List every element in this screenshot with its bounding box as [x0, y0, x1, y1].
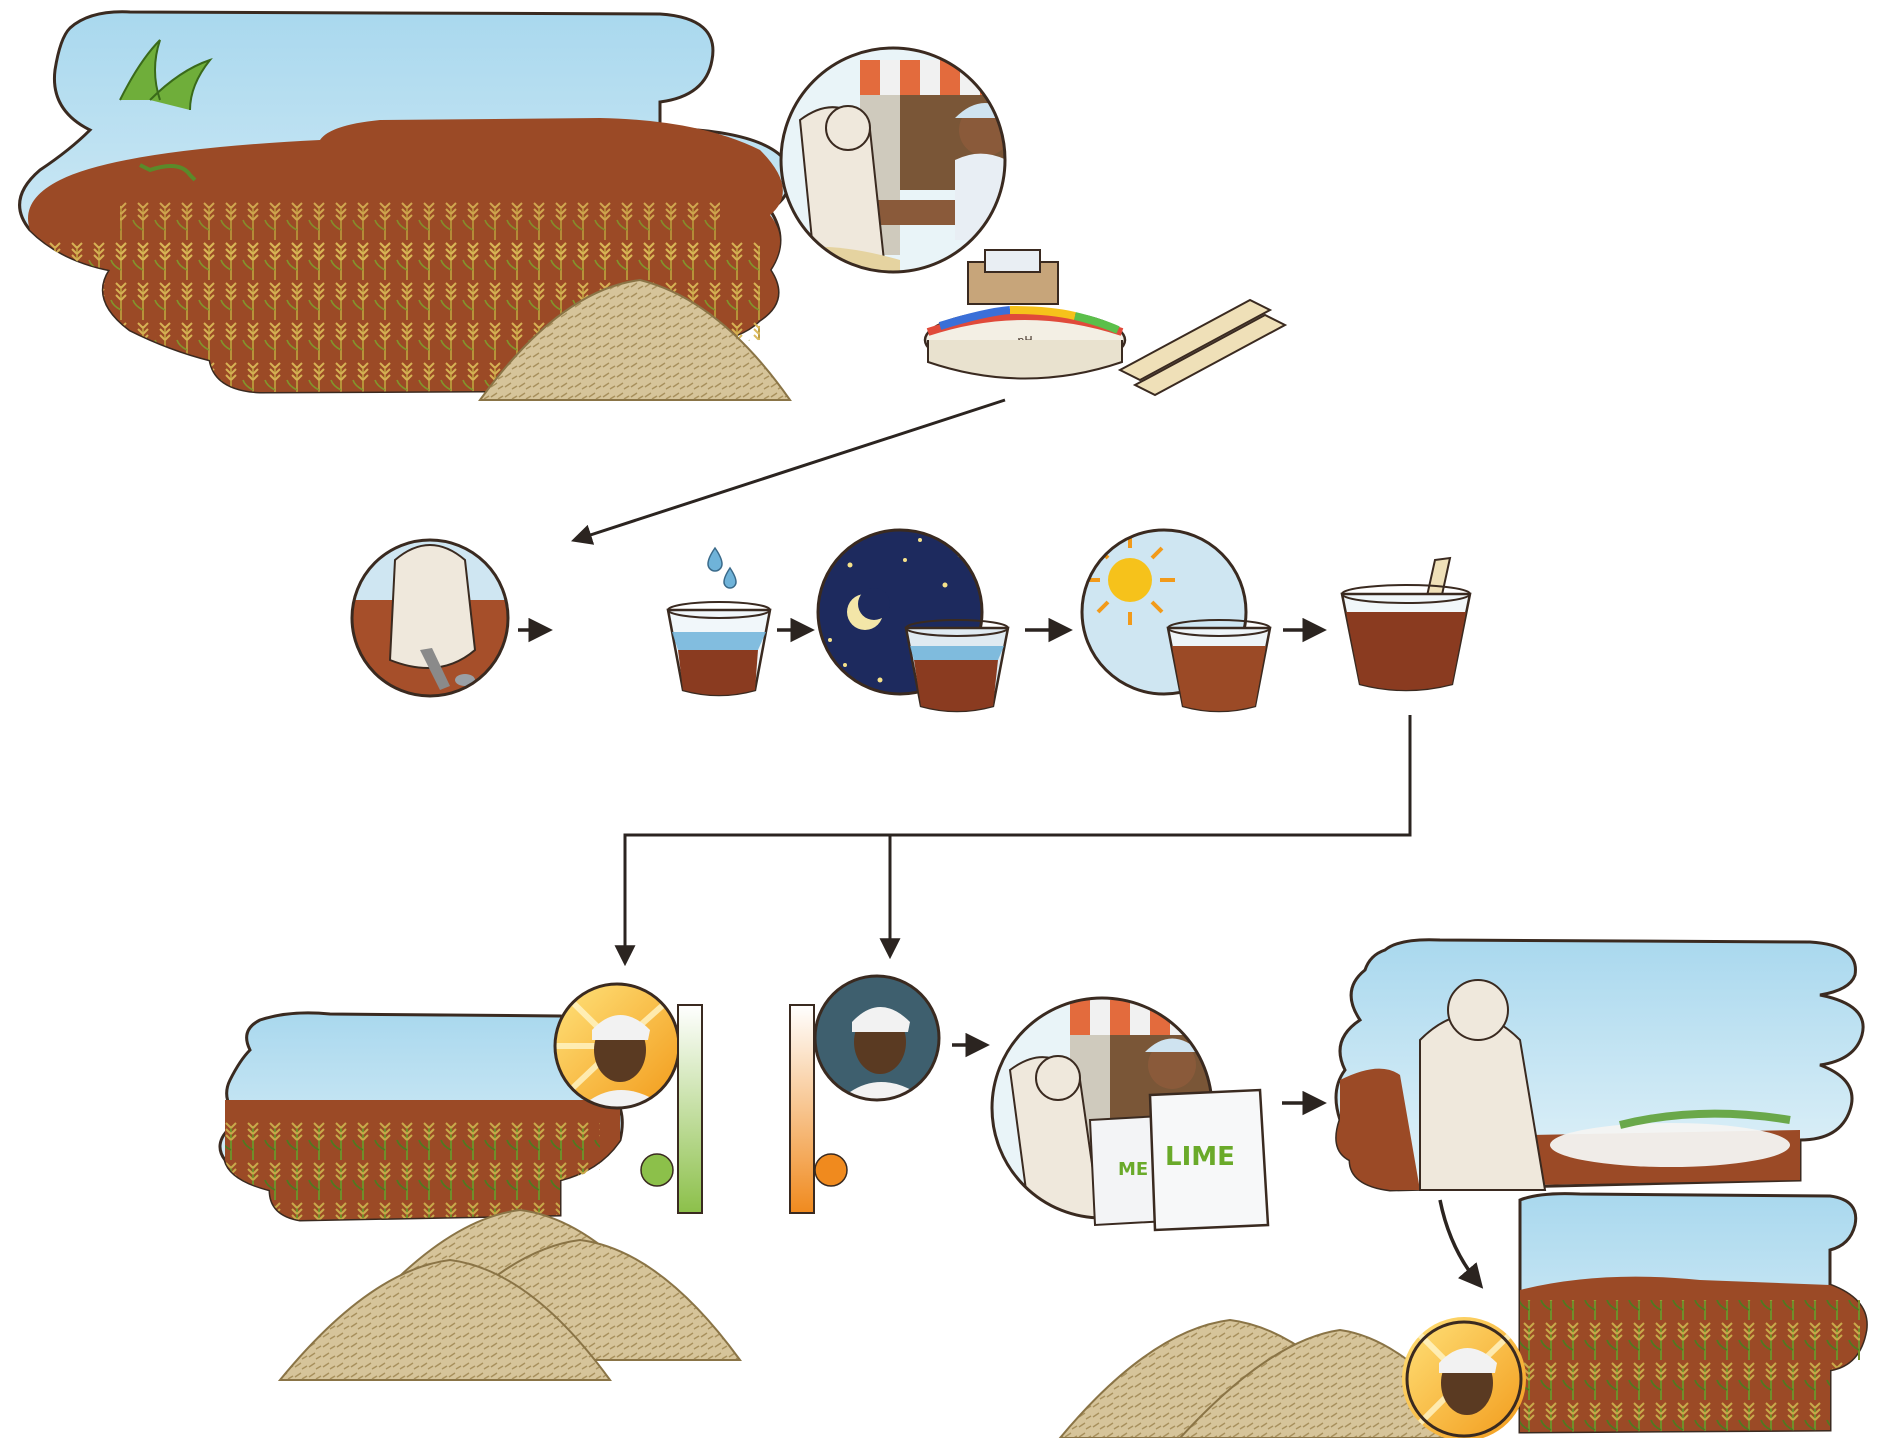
- scene-2-buy-ph-test-kit: pH: [779, 46, 1288, 397]
- step-5-test-with-ph-strip: [1340, 556, 1472, 692]
- orange-ph-indicator: [789, 1004, 848, 1214]
- step-1-dig-soil-sample: [350, 538, 510, 698]
- scene-1-acidic-wheat-field: [18, 10, 792, 401]
- result-good-ph-field: [218, 982, 742, 1381]
- green-ph-indicator: [640, 1004, 703, 1214]
- branch-connector: [614, 715, 1412, 967]
- lime-bag-front-label: LIME: [1165, 1142, 1235, 1172]
- step-2-add-water: [666, 546, 772, 697]
- result-low-ph: [789, 974, 941, 1214]
- ph-indicator-wheel: pH: [923, 306, 1127, 380]
- happy-farmer-final-avatar: [1402, 1317, 1526, 1438]
- worried-farmer-avatar: [813, 974, 941, 1102]
- step-4-stand-in-sunlight: [1080, 528, 1272, 713]
- lime-bag-back-label: ME: [1118, 1159, 1148, 1180]
- ph-test-strips: [1117, 298, 1288, 397]
- step-3-leave-overnight: [816, 528, 1010, 713]
- scene-4-spread-lime: [1334, 938, 1865, 1192]
- scene-5-healthy-field: [1058, 1192, 1868, 1438]
- lime-bags: ME LIME: [1088, 1088, 1270, 1232]
- arrow-kit-to-sampling: [571, 398, 1006, 545]
- scene-3-buy-lime: ME LIME: [990, 996, 1270, 1232]
- happy-farmer-avatar: [553, 982, 681, 1110]
- arrow-spreading-to-harvest: [1438, 1199, 1484, 1289]
